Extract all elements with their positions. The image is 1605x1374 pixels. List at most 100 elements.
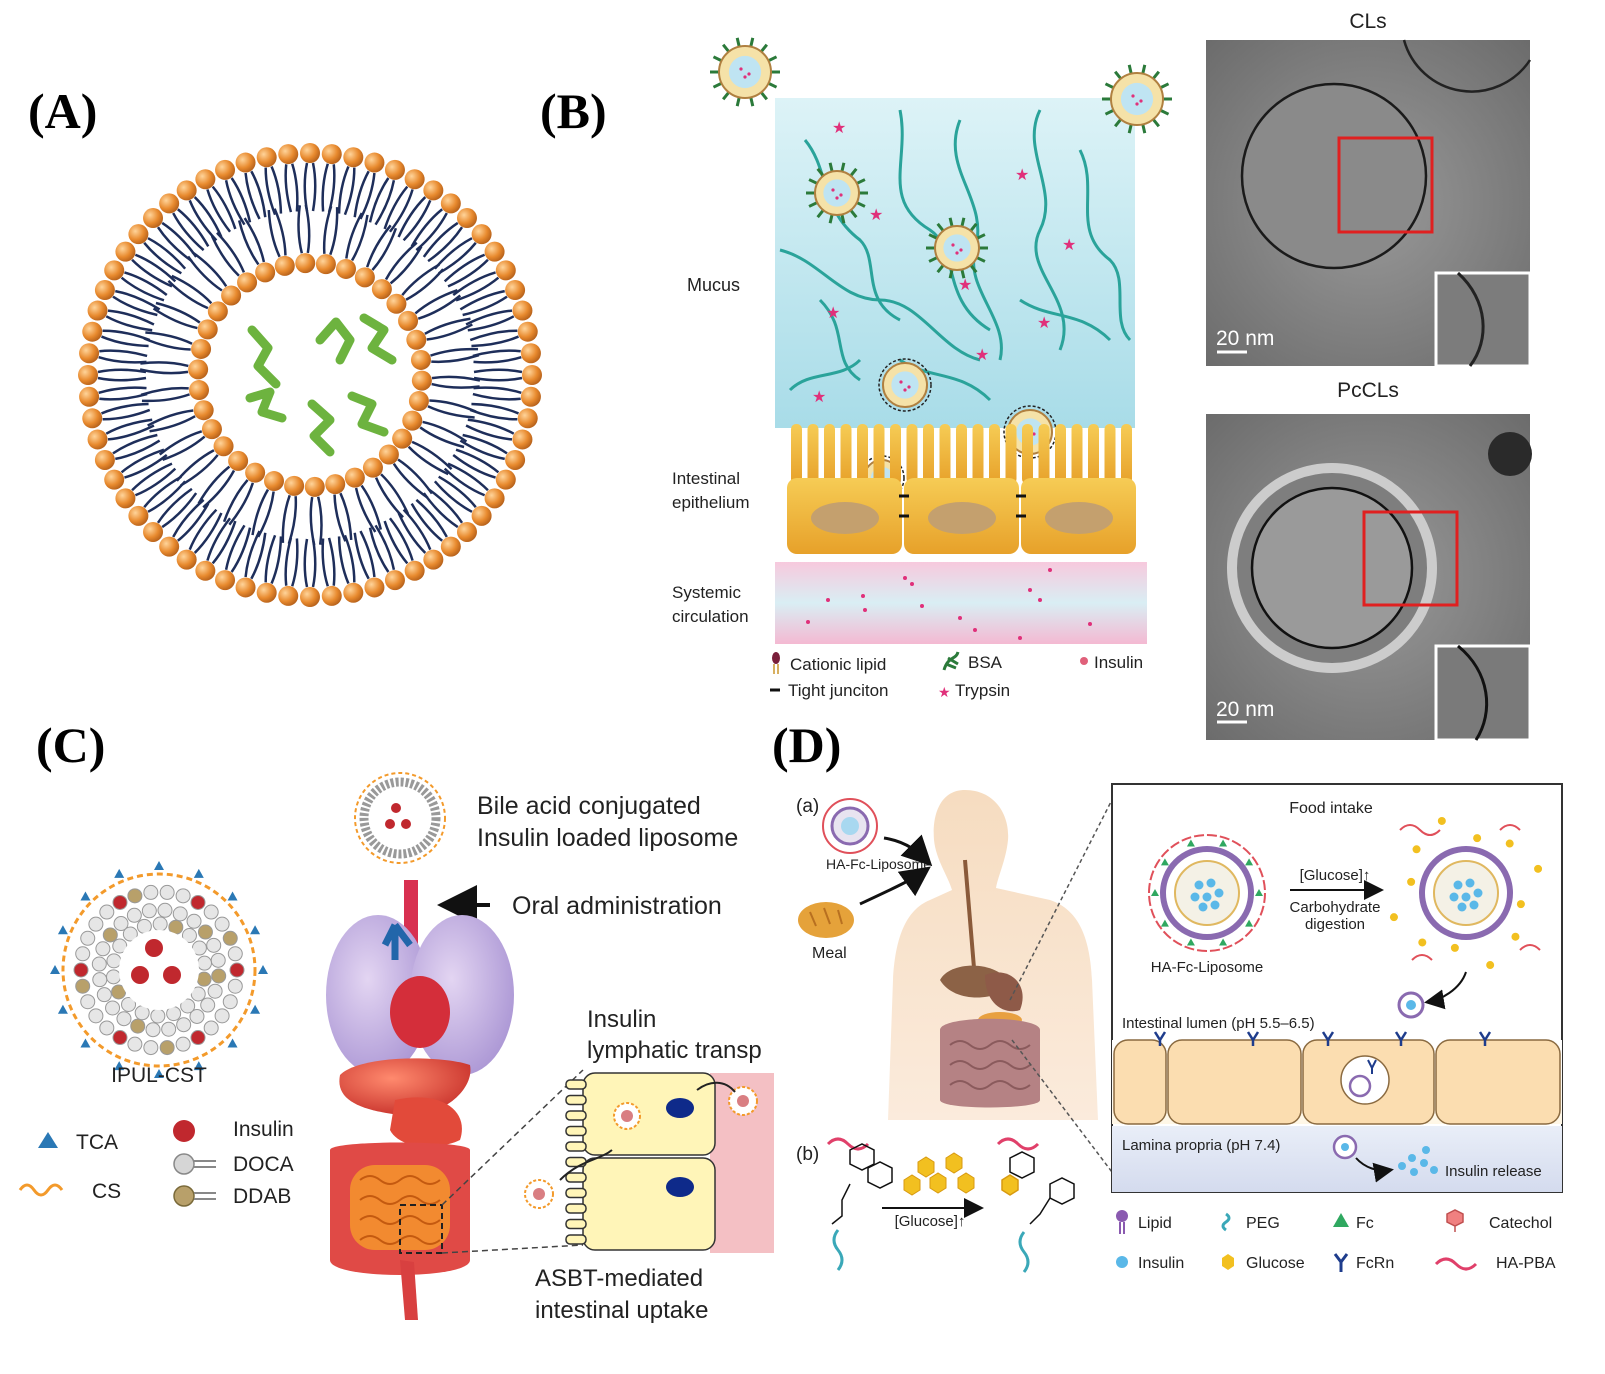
lipid-headgroup <box>176 180 197 201</box>
lipid-headgroup <box>295 253 316 274</box>
lipid-headgroup <box>115 488 136 509</box>
lipid-headgroup <box>456 521 477 542</box>
lipid-headgroup <box>300 587 320 607</box>
panel-a-label: (A) <box>28 83 97 139</box>
lipid-headgroup <box>384 159 405 180</box>
ha-fc-liposome-digested <box>1389 816 1543 970</box>
lipid-headgroup <box>159 193 180 214</box>
lipid-headgroup <box>410 349 431 370</box>
lipid-headgroup <box>78 365 98 385</box>
lipid-headgroup <box>94 280 115 301</box>
lipid-headgroup <box>378 444 399 465</box>
lipid-headgroup <box>522 365 542 385</box>
lipid-headgroup <box>440 536 461 557</box>
insulin-liposome <box>926 217 988 279</box>
lipid-headgroup <box>115 241 136 262</box>
trypsin-star-icon: ★ <box>938 685 951 701</box>
insulin-strand <box>245 387 287 423</box>
lipid-headgroup <box>189 380 210 401</box>
lipid-headgroup <box>143 208 164 229</box>
lipid-headgroup <box>456 208 477 229</box>
human-body-illustration <box>888 787 1119 1181</box>
lipid-headgroup <box>237 272 258 293</box>
fcrn-icon <box>1333 1253 1349 1272</box>
legend-insulin-c: Insulin <box>233 1118 294 1141</box>
insulin-strand <box>315 317 355 365</box>
legend-peg: PEG <box>1246 1215 1280 1232</box>
svg-text:★: ★ <box>812 387 826 406</box>
lipid-headgroup <box>512 429 533 450</box>
legend-tight-junction: Tight junciton <box>788 681 888 700</box>
small-liposome-lumen <box>1397 991 1425 1019</box>
pba-glucose-product-structure <box>996 1137 1075 1273</box>
lipid-headgroup <box>245 462 266 483</box>
lipid-headgroup <box>87 300 108 321</box>
lipid-headgroup <box>505 449 526 470</box>
lipid-headgroup <box>364 577 385 598</box>
lipid-icon <box>1116 1210 1128 1234</box>
ha-fc-liposome-small <box>822 798 878 854</box>
lipid-headgroup <box>517 408 538 429</box>
bile-acid-liposome-icon <box>354 772 446 864</box>
panel-a: (A) <box>28 83 542 607</box>
carbohydrate-label-line2: digestion <box>1305 916 1365 933</box>
fcrn-receptors <box>1153 1031 1492 1046</box>
legend-insulin-d: Insulin <box>1138 1255 1184 1272</box>
lipid-headgroup <box>335 258 356 279</box>
legend-cs: CS <box>92 1180 121 1203</box>
insulin-liposome <box>1102 64 1172 134</box>
insulin-strands <box>245 313 397 457</box>
liposome-bilayer-diagram <box>78 143 542 607</box>
intestinal-mechanism-box: Food intake HA-Fc-Liposome [Glucose]↑ Ca… <box>1111 783 1563 1193</box>
legend-cationic-lipid: Cationic lipid <box>790 655 886 674</box>
panel-d: (D) (a) HA-Fc-Liposome Meal <box>772 717 1563 1273</box>
panel-d-legend: Lipid PEG Fc Catechol Insulin Glucose Fc… <box>1116 1209 1556 1272</box>
ha-pba-icon <box>1434 1257 1478 1271</box>
lipid-headgroup <box>104 260 125 281</box>
lipid-headgroup <box>104 469 125 490</box>
insulin-release-label: Insulin release <box>1445 1163 1542 1180</box>
lipid-headgroup <box>364 152 385 173</box>
insulin-strand <box>359 313 397 365</box>
lipid-headgroup <box>505 280 526 301</box>
panel-b-legend: Cationic lipid BSA Insulin Tight juncito… <box>770 651 1143 701</box>
lipid-headgroup <box>362 457 383 478</box>
pba-catechol-structure <box>826 1137 893 1271</box>
tca-icon <box>38 1132 58 1148</box>
bile-acid-label-line1: Bile acid conjugated <box>477 792 701 820</box>
lipid-headgroup <box>278 144 299 165</box>
lipid-headgroup <box>423 180 444 201</box>
legend-doca: DOCA <box>233 1153 294 1176</box>
scale-bar-top: 20 nm <box>1216 327 1274 350</box>
lipid-headgroup <box>235 577 256 598</box>
svg-text:★: ★ <box>1037 313 1051 332</box>
lipid-headgroup <box>221 285 242 306</box>
catechol-icon <box>1446 1209 1464 1232</box>
lipid-headgroup <box>82 408 103 429</box>
lipid-headgroup <box>402 410 423 431</box>
insulin-liposome <box>710 37 780 107</box>
lipid-headgroup <box>94 449 115 470</box>
circulating-insulin <box>806 568 1092 640</box>
lipid-headgroup <box>256 582 277 603</box>
lymphatic-label-line2: lymphatic transp <box>587 1037 762 1064</box>
sub-label-a: (a) <box>796 796 819 817</box>
circulation-label-line1: Systemic <box>672 583 741 602</box>
svg-text:★: ★ <box>958 275 972 294</box>
lipid-headgroup <box>87 429 108 450</box>
glucose-hexagons <box>903 1152 975 1196</box>
lipid-headgroup <box>128 505 149 526</box>
intestinal-cells-inset <box>524 1072 774 1253</box>
lipid-headgroup <box>423 549 444 570</box>
oral-administration-label: Oral administration <box>512 892 722 920</box>
panel-b: (B) ★★★ ★★★ ★★★ <box>540 10 1532 742</box>
legend-glucose: Glucose <box>1246 1255 1305 1272</box>
ha-fc-liposome-left-label: HA-Fc-Liposome <box>826 856 931 872</box>
lipid-headgroup <box>304 476 325 497</box>
circulation-label-line2: circulation <box>672 607 749 626</box>
carbohydrate-label-line1: Carbohydrate <box>1290 899 1381 916</box>
endosome-vesicle <box>1340 1055 1390 1105</box>
lipid-headgroup <box>517 321 538 342</box>
asbt-label-line2: intestinal uptake <box>535 1297 708 1324</box>
ddab-icon <box>173 1185 216 1207</box>
